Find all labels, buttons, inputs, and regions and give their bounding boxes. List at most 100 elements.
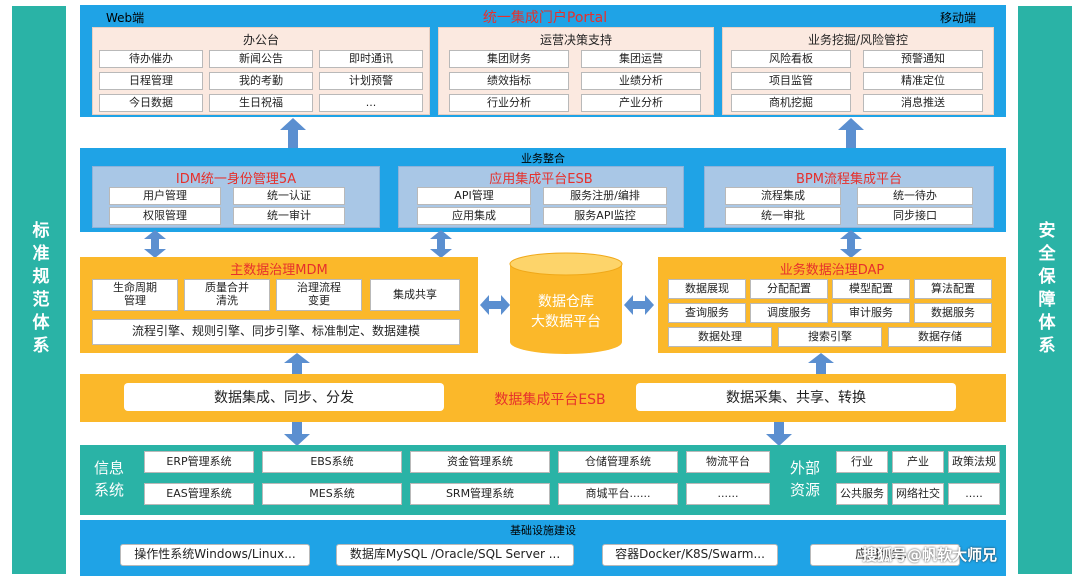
office-item[interactable]: 今日数据	[99, 94, 203, 112]
bpm-item[interactable]: 统一审批	[725, 207, 841, 225]
info-item[interactable]: 物流平台	[686, 451, 770, 473]
mdm-engines[interactable]: 流程引擎、规则引擎、同步引擎、标准制定、数据建模	[92, 319, 460, 345]
data-esb-title: 数据集成平台ESB	[494, 392, 606, 408]
dap-item[interactable]: 数据展现	[668, 279, 746, 299]
esb-item[interactable]: 应用集成	[417, 207, 531, 225]
external-item[interactable]: 网络社交	[892, 483, 944, 505]
double-arrow-icon	[624, 295, 654, 315]
idm-item[interactable]: 统一审计	[233, 207, 345, 225]
mdm-item[interactable]: 集成共享	[370, 279, 460, 311]
risk-item[interactable]: 消息推送	[863, 94, 983, 112]
idm-title: IDM统一身份管理5A	[175, 172, 297, 187]
ops-item[interactable]: 绩效指标	[449, 72, 569, 90]
dap-item[interactable]: 分配配置	[750, 279, 828, 299]
risk-item[interactable]: 风险看板	[731, 50, 851, 68]
idm-item[interactable]: 权限管理	[109, 207, 221, 225]
risk-item[interactable]: 精准定位	[863, 72, 983, 90]
bpm-item[interactable]: 流程集成	[725, 187, 841, 205]
dap-item[interactable]: 搜索引擎	[778, 327, 882, 347]
mdm-title: 主数据治理MDM	[230, 263, 328, 278]
office-item[interactable]: ...	[319, 94, 423, 112]
ops-item[interactable]: 业绩分析	[581, 72, 701, 90]
data-esb-right[interactable]: 数据采集、共享、转换	[636, 383, 956, 411]
mdm-panel: 主数据治理MDM 生命周期 管理 质量合并 清洗 治理流程 变更 集成共享 流程…	[80, 257, 478, 353]
dap-title: 业务数据治理DAP	[779, 263, 885, 278]
dap-item[interactable]: 调度服务	[750, 303, 828, 323]
idm-item[interactable]: 统一认证	[233, 187, 345, 205]
idm-item[interactable]: 用户管理	[109, 187, 221, 205]
portal-title: 统一集成门户Portal	[482, 10, 608, 26]
external-item[interactable]: 公共服务	[836, 483, 888, 505]
risk-item[interactable]: 项目监管	[731, 72, 851, 90]
info-item[interactable]: SRM管理系统	[410, 483, 550, 505]
dap-item[interactable]: 数据服务	[914, 303, 992, 323]
office-item[interactable]: 即时通讯	[319, 50, 423, 68]
ops-title: 运营决策支持	[539, 33, 612, 47]
down-arrow-icon	[766, 422, 792, 446]
ops-panel: 运营决策支持 集团财务 集团运营 绩效指标 业绩分析 行业分析 产业分析	[438, 27, 714, 115]
info-item[interactable]: ......	[686, 483, 770, 505]
infra-item[interactable]: 应用服务...	[810, 544, 960, 566]
up-arrow-icon	[808, 353, 834, 375]
security-column: 安全保障体系	[1018, 6, 1072, 574]
data-warehouse-cylinder	[509, 252, 623, 354]
ops-item[interactable]: 产业分析	[581, 94, 701, 112]
office-item[interactable]: 新闻公告	[209, 50, 313, 68]
mdm-item[interactable]: 质量合并 清洗	[184, 279, 270, 311]
warehouse-line2: 大数据平台	[531, 314, 601, 330]
external-item[interactable]: 行业	[836, 451, 888, 473]
info-item[interactable]: EBS系统	[262, 451, 402, 473]
office-item[interactable]: 待办催办	[99, 50, 203, 68]
data-esb-band: 数据集成、同步、分发 数据集成平台ESB 数据采集、共享、转换	[80, 374, 1006, 422]
mdm-item[interactable]: 生命周期 管理	[92, 279, 178, 311]
infra-item[interactable]: 操作性系统Windows/Linux...	[120, 544, 310, 566]
risk-item[interactable]: 预警通知	[863, 50, 983, 68]
info-item[interactable]: MES系统	[262, 483, 402, 505]
office-item[interactable]: 日程管理	[99, 72, 203, 90]
dap-item[interactable]: 算法配置	[914, 279, 992, 299]
info-systems-band: 信息 系统 ERP管理系统 EBS系统 资金管理系统 仓储管理系统 物流平台 E…	[80, 445, 1006, 515]
data-esb-left[interactable]: 数据集成、同步、分发	[124, 383, 444, 411]
dap-item[interactable]: 模型配置	[832, 279, 910, 299]
ops-item[interactable]: 集团运营	[581, 50, 701, 68]
dap-item[interactable]: 查询服务	[668, 303, 746, 323]
infrastructure-band: 基础设施建设 操作性系统Windows/Linux... 数据库MySQL /O…	[80, 520, 1006, 576]
external-item[interactable]: .....	[948, 483, 1000, 505]
office-item[interactable]: 计划预警	[319, 72, 423, 90]
risk-item[interactable]: 商机挖掘	[731, 94, 851, 112]
bpm-item[interactable]: 同步接口	[857, 207, 973, 225]
dap-item[interactable]: 审计服务	[832, 303, 910, 323]
info-item[interactable]: 资金管理系统	[410, 451, 550, 473]
external-item[interactable]: 政策法规	[948, 451, 1000, 473]
risk-panel: 业务挖掘/风险管控 风险看板 预警通知 项目监管 精准定位 商机挖掘 消息推送	[722, 27, 994, 115]
warehouse-line1: 数据仓库	[538, 294, 594, 310]
infra-item[interactable]: 数据库MySQL /Oracle/SQL Server ...	[336, 544, 574, 566]
office-item[interactable]: 生日祝福	[209, 94, 313, 112]
double-arrow-icon	[144, 230, 166, 258]
mdm-item[interactable]: 治理流程 变更	[276, 279, 362, 311]
ops-item[interactable]: 行业分析	[449, 94, 569, 112]
external-item[interactable]: 产业	[892, 451, 944, 473]
info-item[interactable]: 商城平台......	[558, 483, 678, 505]
ops-item[interactable]: 集团财务	[449, 50, 569, 68]
dap-panel: 业务数据治理DAP 数据展现 分配配置 模型配置 算法配置 查询服务 调度服务 …	[658, 257, 1006, 353]
dap-item[interactable]: 数据处理	[668, 327, 772, 347]
up-arrow-icon	[280, 118, 306, 148]
down-arrow-icon	[284, 422, 310, 446]
bpm-item[interactable]: 统一待办	[857, 187, 973, 205]
esb-panel: 应用集成平台ESB API管理 服务注册/编排 应用集成 服务API监控	[398, 166, 684, 228]
integration-band: 业务整合 IDM统一身份管理5A 用户管理 统一认证 权限管理 统一审计 应用集…	[80, 148, 1006, 232]
office-item[interactable]: 我的考勤	[209, 72, 313, 90]
esb-item[interactable]: 服务API监控	[543, 207, 667, 225]
up-arrow-icon	[284, 353, 310, 375]
infra-item[interactable]: 容器Docker/K8S/Swarm...	[602, 544, 778, 566]
info-item[interactable]: ERP管理系统	[144, 451, 254, 473]
esb-item[interactable]: 服务注册/编排	[543, 187, 667, 205]
info-item[interactable]: EAS管理系统	[144, 483, 254, 505]
up-arrow-icon	[838, 118, 864, 148]
dap-item[interactable]: 数据存储	[888, 327, 992, 347]
info-item[interactable]: 仓储管理系统	[558, 451, 678, 473]
web-label: Web端	[106, 11, 145, 25]
warehouse-label: 数据仓库 大数据平台	[508, 292, 624, 332]
esb-item[interactable]: API管理	[417, 187, 531, 205]
